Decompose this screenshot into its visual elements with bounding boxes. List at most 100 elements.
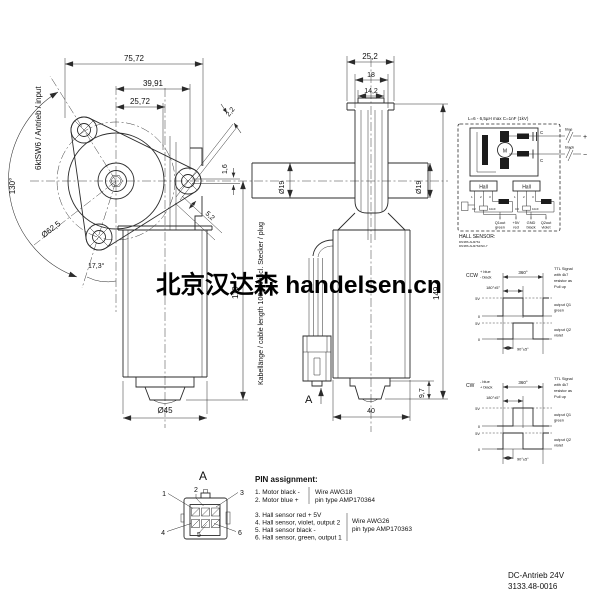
motor-symbol: M: [503, 149, 507, 155]
hex-socket: [109, 175, 123, 187]
terminal-color: violet: [541, 225, 551, 230]
angle-range-label: 130°: [8, 178, 17, 195]
level-0: 0: [478, 424, 481, 429]
timing-diagram-ccw: CCW + blue - black 360° 180°±5° 5V 0 5V …: [466, 266, 573, 354]
terminal-label: Q2out: [541, 220, 553, 225]
shaft-dia-front: Ø19: [279, 181, 286, 194]
pin-number: 3: [532, 195, 534, 199]
pin-line-1: 1. Motor black -: [255, 489, 300, 496]
pin-number: 3: [489, 195, 491, 199]
cable-length-note: Kabellänge / cable length 100±10 incl. S…: [258, 222, 265, 385]
cap-value: 10nF: [532, 207, 539, 211]
waveform-q1: [497, 407, 549, 427]
dim-pivot-offset: 39,91: [143, 79, 164, 88]
terminal-color: black: [526, 225, 535, 230]
output-q1-label: output Q1: [554, 302, 571, 307]
dim-total-width: 75,72: [124, 54, 145, 63]
deg-90: 90°±5°: [517, 347, 529, 352]
terminal-label: GND: [527, 220, 536, 225]
pin-callout: 1: [162, 491, 166, 498]
deg-180: 180°±5°: [486, 395, 500, 400]
pin-type-1: pin type AMP170364: [315, 497, 375, 504]
ttl-note: TTL Signal: [554, 266, 573, 271]
product-name: DC-Antrieb 24V: [508, 571, 565, 580]
polarity-1: - blue: [480, 379, 490, 384]
hall-sensor-pn1: DN38S AH3761: [459, 240, 481, 244]
pin-callout: 5: [197, 532, 201, 539]
swing-arc: [8, 91, 78, 278]
detail-ref-side: A: [305, 394, 313, 406]
wire-spec-2: Wire AWG26: [352, 518, 390, 525]
dim-cap-width: 25,2: [362, 52, 378, 61]
shaft-dia-side: Ø19: [416, 181, 423, 194]
pin-assignment: A 1 2 3 4 5 6 PIN assignment:: [161, 469, 412, 542]
ttl-note: with 4k7: [554, 272, 568, 277]
dim-total-height: 149,4: [432, 279, 441, 300]
pin-callout: 6: [238, 530, 242, 537]
circuit-header: L=6 - 6,5µH max C=1nF (1kV): [468, 116, 529, 121]
cap-value: 10nF: [489, 207, 496, 211]
level-0: 0: [478, 447, 481, 452]
terminal-label: +5V: [512, 220, 519, 225]
dim-wheel-width: 18: [367, 72, 375, 79]
mounting-lug: [174, 167, 202, 195]
hall-label: Hall: [522, 185, 531, 191]
deg-180: 180°±5°: [486, 285, 500, 290]
output-q1-label: output Q1: [554, 412, 571, 417]
wire-pos-color: blue: [565, 127, 572, 132]
part-number: 3133.48-0016: [508, 582, 558, 591]
pin-number: 2: [480, 195, 482, 199]
dim-motor-offset: 25,72: [130, 97, 151, 106]
pin-line-5: 5. Hall sensor black -: [255, 527, 316, 534]
dim-slot-gap: 2,2: [225, 106, 237, 118]
pin-callout: 3: [240, 490, 244, 497]
level-0: 0: [478, 337, 481, 342]
detail-ref-label: A: [199, 469, 207, 483]
cap-top-label: C: [540, 130, 544, 135]
ttl-note: TTL Signal: [554, 376, 573, 381]
lug-angle: 17,3°: [88, 262, 105, 270]
pin-line-4: 4. Hall sensor, violet, output 2: [255, 520, 341, 527]
level-5v: 5V: [475, 321, 480, 326]
direction-label: CW: [466, 383, 475, 389]
output-q2-label: output Q2: [554, 327, 571, 332]
pin-assignment-title: PIN assignment:: [255, 475, 318, 484]
cap-ref: C3: [515, 207, 519, 211]
pin-number: 1: [514, 195, 516, 199]
terminal-color: green: [495, 225, 505, 230]
dim-hub-width: 14,2: [364, 88, 378, 95]
waveform-q2: [497, 322, 549, 340]
cap-bottom-label: C: [540, 158, 544, 163]
ttl-note: Pull up: [554, 284, 566, 289]
ttl-note: resistor as: [554, 278, 572, 283]
timing-diagram-cw: CW - blue + black 360° 180°±5° 5V 0 5V 0…: [466, 376, 573, 464]
pin-line-2: 2. Motor blue +: [255, 497, 299, 504]
output-q1-color: green: [554, 308, 564, 313]
pin-line-3: 3. Hall sensor red + 5V: [255, 512, 322, 519]
pin-type-2: pin type AMP170363: [352, 526, 412, 533]
output-q2-color: violet: [554, 333, 564, 338]
polarity-2: - black: [480, 275, 492, 280]
body-dia: Ø45: [157, 406, 173, 415]
output-q2-color: violet: [554, 443, 564, 448]
choke-top: [517, 133, 529, 139]
deg-90: 90°±5°: [517, 457, 529, 462]
hall-block-2: Hall 1 2 3 C3 10nF: [512, 180, 555, 219]
watermark: 北京汉达森 handelsen.cn: [156, 270, 442, 299]
dim-boss: 9,7: [419, 388, 426, 398]
level-5v: 5V: [475, 431, 480, 436]
wire-neg-sign: −: [583, 152, 587, 159]
input-shaft-label: 6ktSW6 / Antrieb / input: [34, 86, 43, 170]
ttl-note: with 4k7: [554, 382, 568, 387]
circuit-terminals: Q1out green +5V red GND black Q2out viol…: [495, 216, 553, 230]
dim-slot-len: 5,2: [204, 210, 216, 222]
mounting-lug: [70, 116, 98, 144]
hall-block-1: Hall 1 2 3 C2 10nF: [461, 180, 517, 219]
waveform-q1: [497, 297, 549, 317]
polarity-1: + blue: [480, 269, 491, 274]
pin-line-6: 6. Hall sensor, green, output 1: [255, 535, 342, 542]
pin-number: 1: [471, 195, 473, 199]
wire-neg-color: black: [565, 145, 574, 150]
